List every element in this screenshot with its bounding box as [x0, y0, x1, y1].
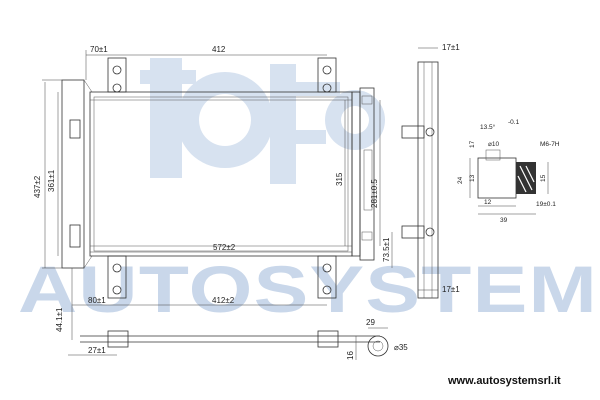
connecting-pipe: 27±1 29 16 ⌀35 — [68, 318, 408, 360]
dim-pipe-offset: 27±1 — [88, 346, 106, 355]
dim-pipe-diameter: ⌀35 — [394, 343, 408, 352]
radiator-side-view: 17±1 17±1 — [401, 43, 460, 299]
dim-core-width: 572±2 — [213, 243, 236, 252]
watermark-text: AUTOSYSTEM — [18, 252, 598, 326]
dim-right-thickness-bottom: 17±1 — [442, 285, 460, 294]
bottom-bracket-left — [107, 255, 127, 299]
bottom-bracket-right — [317, 255, 337, 299]
dim-overall-height: 437±2 — [33, 175, 42, 198]
dim-bracket-offset: 73.5±1 — [382, 237, 391, 262]
dim-12: 12 — [484, 199, 492, 206]
dim-inner-height: 361±1 — [47, 169, 56, 192]
top-bracket-left — [107, 57, 127, 93]
watermark-logo: AUTOSYSTEM — [18, 58, 598, 326]
dim-bore: ⌀10 — [488, 141, 500, 148]
dim-thread: M6-7H — [540, 141, 560, 148]
dim-side-offset: 44.1±1 — [55, 307, 64, 332]
website-url: www.autosystemsrl.it — [447, 375, 561, 387]
dim-pipe-height: 16 — [346, 351, 355, 360]
dim-24: 24 — [457, 176, 464, 184]
dim-top-offset: 70±1 — [90, 45, 108, 54]
dim-15: 15 — [540, 174, 547, 182]
dim-bottom-offset: 80±1 — [88, 296, 106, 305]
dim-19: 19±0.1 — [536, 201, 556, 208]
dim-17: 17 — [469, 140, 476, 148]
dim-bracket-span: 281±0.5 — [370, 179, 379, 208]
fitting-detail: 13.5° -0.1 ⌀10 17 13 24 M6-7H 15 12 19±0… — [457, 119, 560, 224]
dim-right-thickness-top: 17±1 — [442, 43, 460, 52]
dim-core-height: 315 — [335, 172, 344, 186]
radiator-front-view: 70±1 412 437±2 361±1 315 572±2 281±0.5 7… — [33, 45, 393, 340]
dim-angle-tol: 13.5° — [480, 123, 496, 131]
dim-pipe-end-width: 29 — [366, 318, 375, 327]
dim-39: 39 — [500, 217, 508, 224]
dim-bottom-width: 412±2 — [212, 296, 235, 305]
top-bracket-right — [317, 57, 337, 93]
dim-top-width: 412 — [212, 45, 226, 54]
dim-13: 13 — [469, 174, 476, 182]
dim-angle-tol-sup: -0.1 — [508, 119, 520, 126]
